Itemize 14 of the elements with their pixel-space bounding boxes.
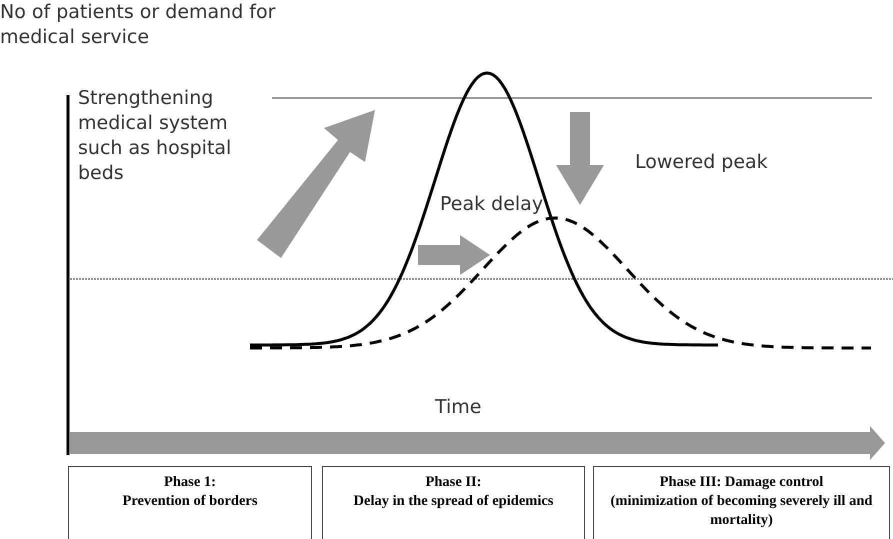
annotation-text: Strengthening medical system such as hospital beds <box>78 86 232 186</box>
phase-title: Phase III: Damage control <box>660 473 824 492</box>
axis-label: Time <box>435 395 482 419</box>
phase-title: Phase 1: <box>164 473 216 492</box>
phase-box <box>68 466 312 539</box>
phase-description: Prevention of borders <box>122 492 258 511</box>
phase-description: (minimization of becoming severely ill and mortality) <box>610 492 874 530</box>
annotation-text: Lowered peak <box>635 150 769 174</box>
phase-title: Phase II: <box>426 473 482 492</box>
phase-box <box>593 466 890 539</box>
annotation-text: Peak delay <box>440 192 544 216</box>
axis-label: No of patients or demand for medical service <box>0 0 276 50</box>
phase-description: Delay in the spread of epidemics <box>354 492 554 511</box>
phase-box <box>322 466 585 539</box>
